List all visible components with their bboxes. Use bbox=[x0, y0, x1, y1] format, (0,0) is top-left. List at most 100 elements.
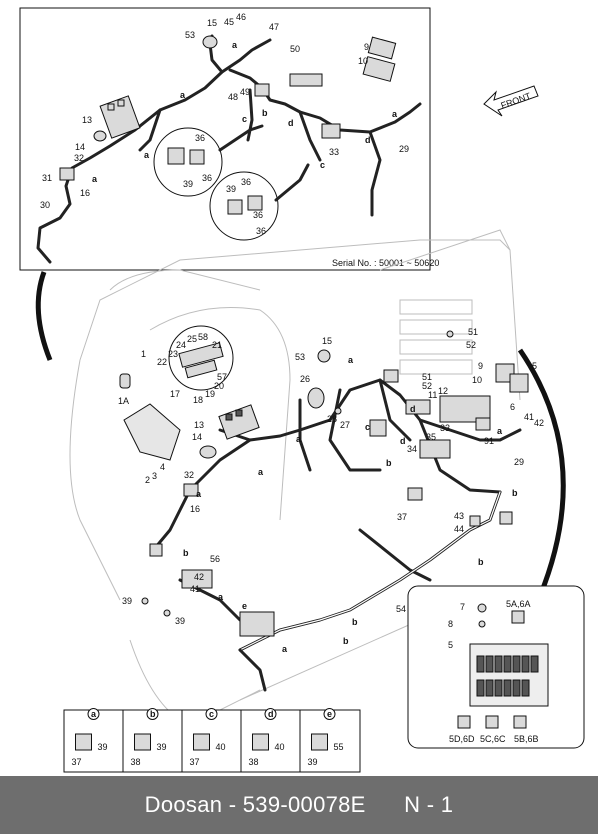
label-39-a: 39 bbox=[183, 179, 193, 189]
label-5b-6b: 5B,6B bbox=[514, 734, 539, 744]
label-10-main: 10 bbox=[472, 375, 482, 385]
label-23: 23 bbox=[168, 349, 178, 359]
legend-c-part-2: 37 bbox=[190, 757, 200, 767]
label-36-c: 36 bbox=[241, 177, 251, 187]
junction-c-1: c bbox=[242, 114, 247, 124]
label-31: 31 bbox=[42, 173, 52, 183]
junction-main-b-6: b bbox=[386, 458, 392, 468]
label-41-b: 41 bbox=[524, 412, 534, 422]
label-12: 12 bbox=[438, 386, 448, 396]
label-9-main: 9 bbox=[478, 361, 483, 371]
legend-clamp-e bbox=[311, 733, 328, 751]
top-inset: FRONT 15 45 46 47 53 50 9 10 49 48 13 14… bbox=[19, 7, 539, 271]
label-47: 47 bbox=[269, 22, 279, 32]
label-33-main: 33 bbox=[440, 423, 450, 433]
junction-b-1: b bbox=[262, 108, 268, 118]
label-25: 25 bbox=[187, 334, 197, 344]
junction-a-2: a bbox=[144, 150, 150, 160]
label-22: 22 bbox=[157, 357, 167, 367]
label-48: 48 bbox=[228, 92, 238, 102]
label-36-d: 36 bbox=[253, 210, 263, 220]
label-8: 8 bbox=[448, 619, 453, 629]
wiring-harness-diagram: FRONT 15 45 46 47 53 50 9 10 49 48 13 14… bbox=[19, 7, 585, 773]
legend-a-part-1: 39 bbox=[98, 742, 108, 752]
detail-circle-1 bbox=[153, 127, 223, 197]
label-37: 37 bbox=[397, 512, 407, 522]
label-5-fuse: 5 bbox=[448, 640, 453, 650]
label-52-b: 52 bbox=[422, 381, 432, 391]
legend-clamp-a bbox=[75, 733, 92, 751]
main-illustration: 1 1A 2 3 4 5 13 14 15 16 17 18 19 20 21 … bbox=[69, 229, 544, 721]
label-28: 28 bbox=[327, 414, 337, 424]
label-5d-6d: 5D,6D bbox=[449, 734, 475, 744]
label-44: 44 bbox=[454, 524, 464, 534]
junction-main-b-1: b bbox=[183, 548, 189, 558]
legend-key-c: c bbox=[209, 709, 214, 719]
legend-clamp-d bbox=[252, 733, 269, 751]
fuse-5d bbox=[457, 715, 471, 729]
label-39-b: 39 bbox=[226, 184, 236, 194]
fuse-box bbox=[469, 643, 549, 707]
label-36-e: 36 bbox=[256, 226, 266, 236]
legend-b-part-2: 38 bbox=[131, 757, 141, 767]
label-17: 17 bbox=[170, 389, 180, 399]
label-5-main: 5 bbox=[532, 361, 537, 371]
label-54: 54 bbox=[396, 604, 406, 614]
legend-c-part-1: 40 bbox=[216, 742, 226, 752]
label-35: 35 bbox=[426, 432, 436, 442]
label-51-a: 51 bbox=[468, 327, 478, 337]
footer-bar: Doosan - 539-00078E N - 1 bbox=[0, 776, 598, 834]
label-2: 2 bbox=[145, 475, 150, 485]
legend-d-part-1: 40 bbox=[275, 742, 285, 752]
legend-a-part-2: 37 bbox=[72, 757, 82, 767]
junction-d-1: d bbox=[288, 118, 294, 128]
label-45: 45 bbox=[224, 17, 234, 27]
junction-main-a-2: a bbox=[258, 467, 264, 477]
label-50: 50 bbox=[290, 44, 300, 54]
legend-e-part-1: 55 bbox=[334, 742, 344, 752]
legend-key-e: e bbox=[327, 709, 332, 719]
footer-part-number: 539-00078E bbox=[242, 792, 366, 817]
label-20: 20 bbox=[214, 381, 224, 391]
label-14-main: 14 bbox=[192, 432, 202, 442]
label-39-main-a: 39 bbox=[122, 596, 132, 606]
footer-brand: Doosan bbox=[144, 792, 223, 817]
label-42-b: 42 bbox=[534, 418, 544, 428]
junction-c-2: c bbox=[320, 160, 325, 170]
label-7: 7 bbox=[460, 602, 465, 612]
label-1a: 1A bbox=[118, 396, 129, 406]
junction-main-a-1: a bbox=[348, 355, 354, 365]
junction-a-3: a bbox=[92, 174, 98, 184]
label-24: 24 bbox=[176, 340, 186, 350]
legend-key-circle bbox=[323, 708, 336, 720]
label-41-a: 41 bbox=[190, 584, 200, 594]
label-21: 21 bbox=[212, 340, 222, 350]
junction-main-a-6: a bbox=[296, 434, 302, 444]
label-14: 14 bbox=[75, 142, 85, 152]
label-27: 27 bbox=[340, 420, 350, 430]
label-51-b: 51 bbox=[422, 372, 432, 382]
label-13: 13 bbox=[82, 115, 92, 125]
spare-fuse-5a bbox=[511, 610, 525, 624]
legend-clamp-b bbox=[134, 733, 151, 751]
label-52-a: 52 bbox=[466, 340, 476, 350]
label-46: 46 bbox=[236, 12, 246, 22]
fuse-box-inset: 7 8 5 5A,6A 5D,6D 5C,6C 5B,6B bbox=[407, 585, 585, 749]
legend-key-circle bbox=[87, 708, 100, 720]
label-91: 91 bbox=[484, 436, 494, 446]
legend-key-d: d bbox=[268, 709, 274, 719]
junction-main-d-2: d bbox=[410, 404, 416, 414]
label-16-main: 16 bbox=[190, 504, 200, 514]
junction-a-5: a bbox=[392, 109, 398, 119]
legend-e-part-2: 39 bbox=[308, 757, 318, 767]
label-39-main-b: 39 bbox=[175, 616, 185, 626]
label-9: 9 bbox=[364, 42, 369, 52]
label-57: 57 bbox=[217, 372, 227, 382]
label-58: 58 bbox=[198, 332, 208, 342]
label-29: 29 bbox=[399, 144, 409, 154]
legend-d-part-2: 38 bbox=[249, 757, 259, 767]
label-5c-6c: 5C,6C bbox=[480, 734, 506, 744]
junction-main-a-3: a bbox=[196, 489, 202, 499]
junction-main-a-7: a bbox=[497, 426, 503, 436]
